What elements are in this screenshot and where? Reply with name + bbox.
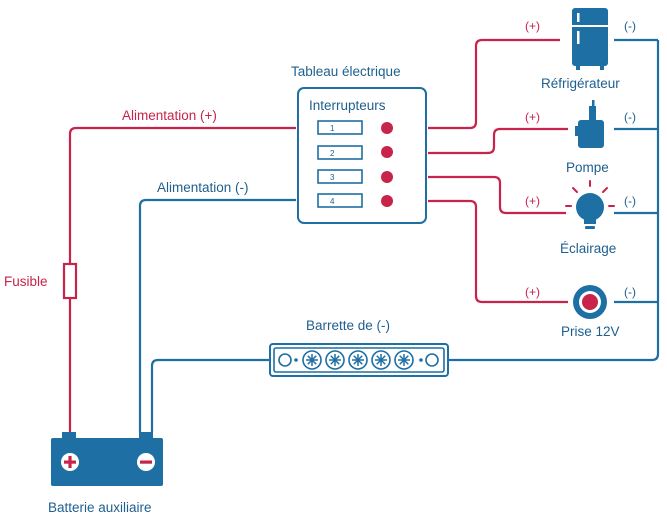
switch-toggle[interactable] bbox=[317, 120, 363, 135]
out-2-wire bbox=[428, 127, 568, 155]
device-minus-label: (-) bbox=[624, 110, 636, 124]
negative-busbar: Barrette de (-) bbox=[269, 318, 449, 377]
plus-terminal-icon bbox=[61, 453, 79, 471]
supply-plus-wire bbox=[68, 126, 296, 264]
switch-row-4[interactable]: 4 bbox=[317, 193, 393, 208]
switch-toggle[interactable] bbox=[317, 169, 363, 184]
device-minus-label: (-) bbox=[624, 194, 636, 208]
fuse-label: Fusible bbox=[4, 274, 48, 289]
pump-icon bbox=[575, 100, 604, 148]
auxiliary-battery: Batterie auxiliaire bbox=[48, 432, 163, 515]
fridge-icon bbox=[572, 8, 608, 70]
device-label: Réfrigérateur bbox=[541, 76, 620, 91]
out-4-wire bbox=[428, 199, 568, 304]
busbar-screw-icon bbox=[325, 350, 345, 370]
positive-wires bbox=[68, 38, 568, 432]
busbar-screw-icon bbox=[348, 350, 368, 370]
busbar-label: Barrette de (-) bbox=[306, 318, 390, 333]
out-1-wire bbox=[428, 38, 560, 130]
device-plus-label: (+) bbox=[525, 110, 540, 124]
battery-minus-post bbox=[139, 432, 153, 438]
return-trunk-wire bbox=[448, 40, 660, 362]
panel-title: Tableau électrique bbox=[291, 64, 401, 79]
device-plus-label: (+) bbox=[525, 194, 540, 208]
switch-row-2[interactable]: 2 bbox=[317, 145, 393, 160]
lightbulb-icon bbox=[565, 180, 615, 229]
battery-label: Batterie auxiliaire bbox=[48, 500, 152, 515]
busbar-feed-wire bbox=[150, 358, 270, 432]
device-label: Pompe bbox=[566, 160, 609, 175]
switch-number: 2 bbox=[330, 149, 335, 158]
switch-toggle[interactable] bbox=[317, 145, 363, 160]
device-label: Éclairage bbox=[560, 241, 616, 256]
supply-minus-label: Alimentation (-) bbox=[157, 180, 249, 195]
negative-wires bbox=[138, 38, 660, 432]
switch-indicator-light bbox=[381, 195, 393, 207]
switch-indicator-light bbox=[381, 171, 393, 183]
supply-plus-label: Alimentation (+) bbox=[122, 108, 217, 123]
device-lighting: (+) (-) Éclairage bbox=[525, 180, 636, 256]
minus-terminal-icon bbox=[137, 453, 155, 471]
busbar-terminals bbox=[278, 353, 439, 367]
busbar-screw-icon bbox=[371, 350, 391, 370]
switch-indicator-light bbox=[381, 122, 393, 134]
out-3-wire bbox=[428, 175, 566, 215]
device-minus-label: (-) bbox=[624, 285, 636, 299]
battery-body bbox=[51, 438, 163, 486]
device-label: Prise 12V bbox=[561, 324, 620, 339]
device-fridge: (+) (-) Réfrigérateur bbox=[525, 8, 636, 91]
switch-row-1[interactable]: 1 bbox=[317, 120, 393, 135]
supply-minus-wire bbox=[138, 198, 296, 432]
switch-toggle[interactable] bbox=[317, 193, 363, 208]
switch-row-3[interactable]: 3 bbox=[317, 169, 393, 184]
device-pump: (+) (-) Pompe bbox=[525, 100, 636, 175]
device-plus-label: (+) bbox=[525, 285, 540, 299]
fuse-body bbox=[62, 262, 78, 300]
device-socket: (+) (-) Prise 12V bbox=[525, 285, 636, 339]
switch-indicator-light bbox=[381, 146, 393, 158]
busbar-screw-icon bbox=[302, 350, 322, 370]
battery-plus-post bbox=[62, 432, 76, 438]
device-minus-label: (-) bbox=[624, 19, 636, 33]
switch-number: 1 bbox=[330, 124, 335, 133]
switch-number: 3 bbox=[330, 173, 335, 182]
fuse: Fusible bbox=[4, 262, 78, 300]
busbar-screws bbox=[302, 350, 414, 370]
busbar-screw-icon bbox=[394, 350, 414, 370]
device-plus-label: (+) bbox=[525, 19, 540, 33]
socket-icon bbox=[573, 285, 607, 319]
panel-header: Interrupteurs bbox=[309, 98, 386, 113]
electrical-panel: Tableau électrique Interrupteurs 1 2 3 4 bbox=[291, 64, 427, 224]
switch-number: 4 bbox=[330, 197, 335, 206]
